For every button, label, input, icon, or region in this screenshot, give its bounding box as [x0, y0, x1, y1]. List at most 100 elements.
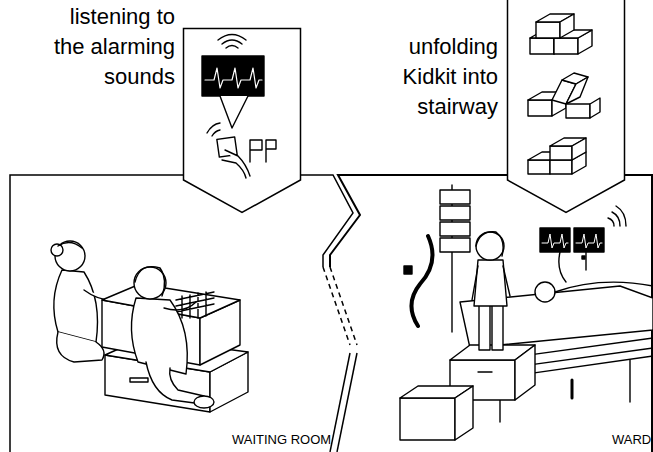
node-border: [184, 29, 301, 213]
nurse-figure: [84, 290, 118, 300]
patient-monitors: [582, 256, 585, 259]
patient-monitors: [576, 234, 602, 248]
kidkit-stairway: [455, 386, 473, 440]
kidkit-stairway: [400, 398, 455, 440]
kidkit-stairway-icon: [528, 138, 586, 174]
hospital-bed: [535, 282, 555, 302]
kidkit-stairway-icon: [550, 160, 572, 174]
kidkit-stairway: [515, 345, 535, 400]
hospital-bed: [470, 330, 653, 382]
node-outline: [333, 175, 653, 452]
node-border: [10, 175, 353, 452]
kidkit-stairway-icon: [572, 138, 586, 160]
kidkit-box-stack: [102, 284, 248, 412]
node-outline: [507, 0, 625, 213]
hand-button-icon: [217, 137, 237, 157]
equipment-pole: [440, 222, 470, 236]
wifi-icon: [218, 35, 246, 41]
hospital-bed: [500, 360, 630, 422]
ecg-monitor-icon: [220, 96, 248, 128]
ecg-monitor-icon: [205, 68, 262, 88]
child-standing-figure: [479, 302, 490, 350]
kidkit-stairway: [478, 371, 492, 372]
equipment-pole: [411, 236, 432, 326]
child-sitting-figure: [194, 396, 214, 408]
hand-button-icon: [225, 150, 250, 176]
kidkit-closed-icon: [536, 22, 560, 38]
nurse-figure: [58, 242, 82, 248]
node-outline: [10, 175, 355, 452]
wifi-icon: [222, 40, 242, 44]
kidkit-stairway: [450, 360, 515, 400]
child-sitting-figure: [135, 267, 165, 296]
child-standing-figure: [472, 266, 510, 300]
patient-monitors: [608, 206, 626, 226]
kidkit-box-stack: [105, 338, 248, 372]
kidkit-closed-icon: [554, 30, 592, 38]
kidkit-closed-icon: [554, 30, 568, 54]
kidkit-closed-icon: [530, 30, 568, 38]
kidkit-box-stack: [176, 292, 214, 318]
child-standing-figure: [476, 232, 503, 256]
kidkit-box-stack: [105, 355, 210, 412]
kidkit-stairway-icon: [572, 152, 586, 174]
wifi-icon: [218, 35, 246, 49]
equipment-pole: [440, 206, 470, 220]
child-sitting-figure: [146, 362, 204, 404]
hand-button-icon: [212, 130, 220, 136]
patient-monitors: [540, 228, 570, 252]
wifi-icon: [226, 46, 238, 49]
kidkit-unfolding-icon: [552, 92, 566, 116]
scene-label: WARD: [612, 432, 652, 448]
callout-box: unfolding Kidkit into stairway: [507, 0, 625, 213]
ecg-monitor-icon: [202, 56, 264, 96]
kidkit-unfolding-icon: [566, 77, 588, 104]
kidkit-unfolding-icon: [562, 73, 588, 84]
kidkit-box-stack: [200, 300, 240, 365]
child-standing-figure: [474, 260, 507, 306]
hand-button-icon: [222, 160, 246, 178]
kidkit-stairway: [450, 345, 535, 360]
patient-monitors: [574, 228, 604, 252]
kidkit-closed-icon: [536, 14, 574, 22]
kidkit-closed-icon: [554, 38, 578, 54]
child-sitting-figure: [131, 267, 214, 408]
patient-monitors: [559, 252, 586, 282]
callout-text: listening to the alarming sounds: [45, 2, 175, 92]
kidkit-stairway: [400, 345, 535, 440]
ecg-monitor-icon: [202, 56, 264, 128]
scene-panel: WAITING ROOM: [10, 175, 355, 452]
kidkit-unfolding-icon: [566, 104, 590, 118]
kidkit-closed-icon: [530, 14, 592, 54]
callout-box: listening to the alarming sounds: [183, 28, 301, 213]
nurse-figure: [51, 241, 118, 362]
kidkit-closed-icon: [560, 14, 574, 38]
kidkit-unfolding-icon: [552, 80, 576, 104]
hand-button-icon: [207, 123, 276, 178]
kidkit-box-stack: [102, 300, 200, 365]
kidkit-box-stack: [102, 284, 240, 318]
hand-button-icon: [266, 140, 276, 162]
child-standing-figure: [476, 232, 504, 260]
hospital-bed: [460, 282, 653, 422]
kidkit-unfolding-icon: [590, 98, 600, 118]
node-border: [330, 267, 357, 345]
kidkit-stairway-icon: [528, 152, 564, 160]
child-sitting-figure: [164, 302, 196, 310]
child-standing-figure: [492, 302, 503, 350]
node-border: [508, 0, 625, 213]
nurse-figure: [54, 270, 98, 342]
kidkit-stairway-icon: [550, 138, 586, 146]
kidkit-stairway-icon: [528, 160, 550, 174]
hospital-bed: [555, 282, 653, 292]
equipment-pole: [404, 266, 412, 274]
kidkit-box-stack: [130, 378, 148, 382]
kidkit-closed-icon: [530, 38, 554, 54]
node-border: [330, 175, 652, 452]
scene-label: WAITING ROOM: [232, 432, 352, 448]
equipment-pole: [451, 185, 452, 332]
hospital-bed: [571, 380, 574, 398]
node-outline: [183, 28, 301, 213]
equipment-pole: [440, 238, 470, 252]
kidkit-closed-icon: [578, 30, 592, 54]
